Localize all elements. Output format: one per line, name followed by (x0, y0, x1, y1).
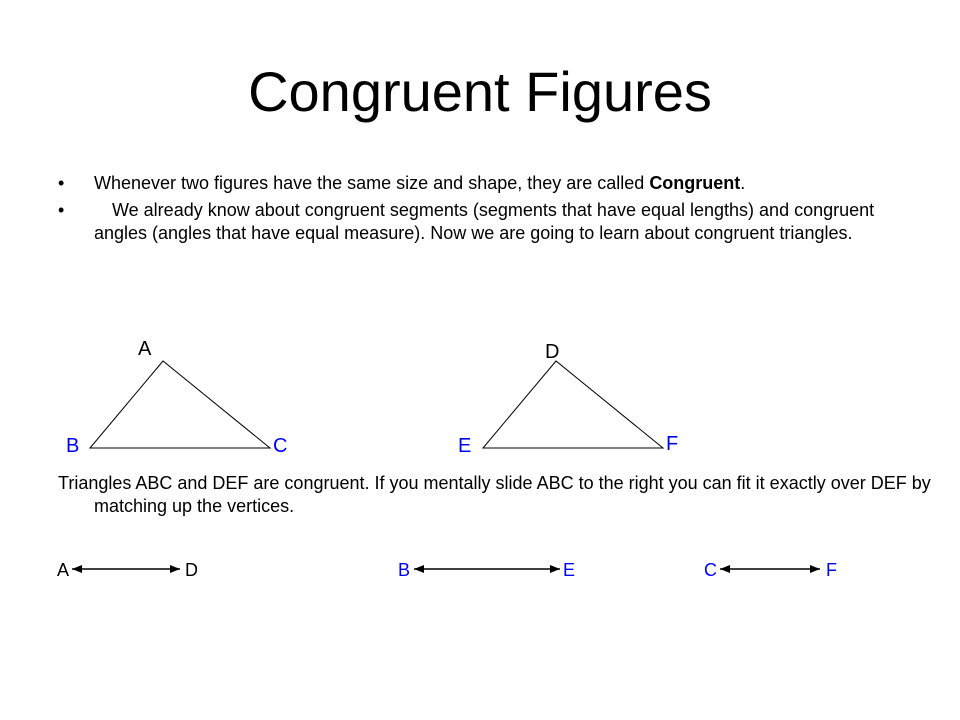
correspondence-c-f: C F (704, 560, 837, 580)
corr-from-b: B (398, 560, 410, 580)
correspondence-a-d: A D (57, 560, 198, 580)
vertex-label-e: E (458, 435, 471, 457)
bullet-text: Whenever two figures have the same size … (94, 173, 650, 193)
bullet-item-intro: We already know about congruent segments… (58, 199, 908, 245)
triangle-def (481, 360, 665, 449)
vertex-label-c: C (273, 435, 287, 457)
bullet-text: We already know about congruent segments… (94, 200, 875, 243)
vertex-label-f: F (666, 433, 678, 455)
bullet-bold-term: Congruent (649, 173, 741, 193)
vertex-label-d: D (545, 341, 559, 363)
corr-to-e: E (563, 560, 575, 580)
triangle-abc (88, 360, 272, 449)
bullet-item-definition: Whenever two figures have the same size … (58, 172, 908, 195)
slide-title: Congruent Figures (248, 60, 712, 123)
vertex-label-b: B (66, 435, 79, 457)
vertex-label-a: A (138, 338, 152, 360)
corr-from-a: A (57, 560, 69, 580)
bullet-text-end: . (740, 173, 746, 193)
corr-to-d: D (185, 560, 198, 580)
corr-from-c: C (704, 560, 717, 580)
explanation-paragraph: Triangles ABC and DEF are congruent. If … (58, 473, 931, 516)
correspondence-b-e: B E (398, 560, 575, 580)
corr-to-f: F (826, 560, 837, 580)
bullet-list: Whenever two figures have the same size … (58, 172, 908, 249)
